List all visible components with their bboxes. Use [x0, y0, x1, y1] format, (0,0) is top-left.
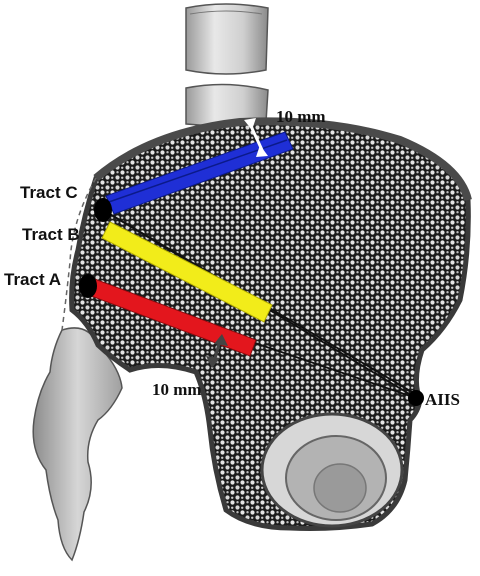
- vertebra-upper: [185, 3, 269, 75]
- tract-b-label: Tract B: [22, 225, 80, 244]
- acetabulum: [260, 412, 404, 528]
- tract-b-bar: [101, 221, 273, 323]
- iliac-crest: [93, 117, 472, 202]
- distance-arrow-top: [244, 118, 268, 157]
- sacrum-shape: [32, 327, 123, 562]
- tract-a-entry-point: [79, 274, 97, 298]
- aiis-point: [408, 390, 424, 406]
- tract-c-entry-point: [94, 198, 112, 222]
- distance-label-top: 10 mm: [276, 107, 326, 126]
- aiis-label: AIIS: [425, 390, 460, 409]
- distance-arrow-bottom: [206, 334, 228, 368]
- dashed-outline: [61, 177, 97, 331]
- tract-c-label: Tract C: [20, 183, 78, 202]
- distance-label-bottom: 10 mm: [152, 380, 202, 399]
- tract-a-label: Tract A: [4, 270, 61, 289]
